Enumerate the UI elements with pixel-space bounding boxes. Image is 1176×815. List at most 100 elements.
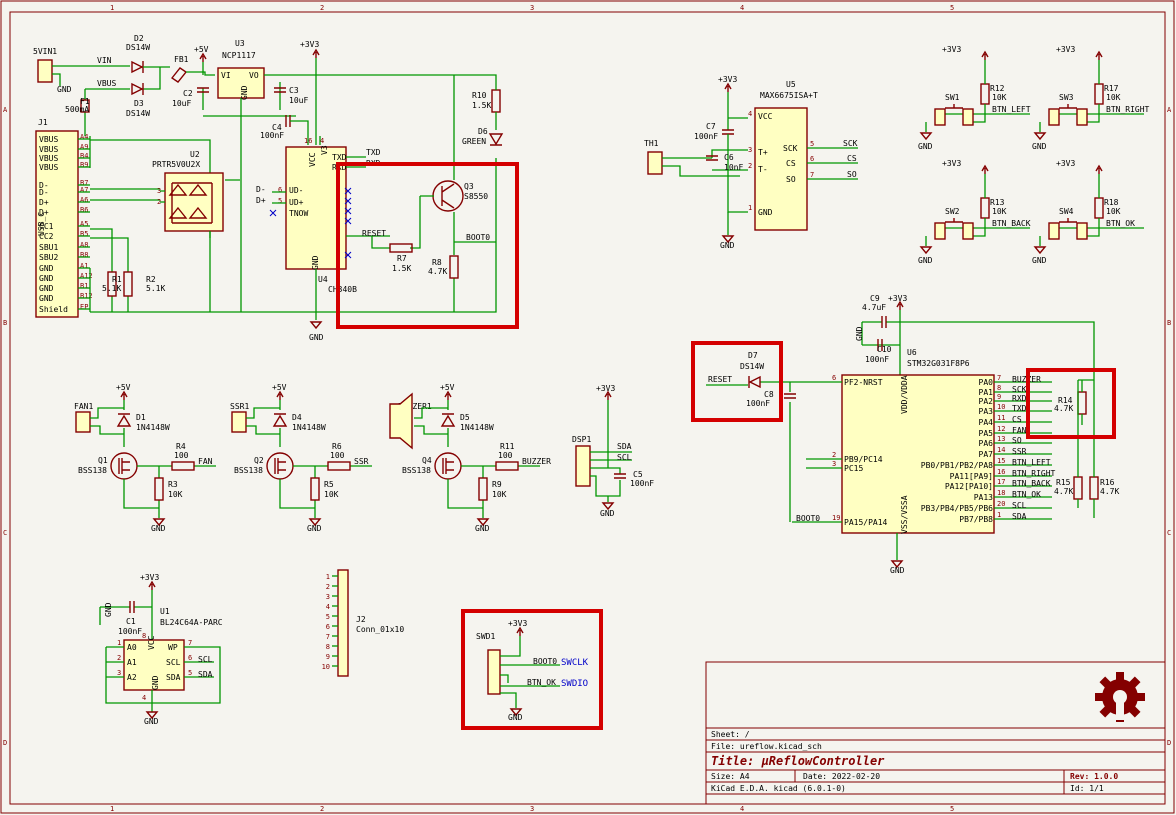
c6-value: 10nF	[724, 163, 743, 172]
column-markers: 1 2 3 4 5 1 2 3 4 5	[110, 4, 954, 813]
d7-reset-circuit: D7 DS14W RESET C8 100nF	[706, 351, 842, 522]
u6-right-pin: PA1	[979, 388, 994, 397]
u6-right-pin-num: 11	[997, 414, 1005, 422]
driver-gate-res-ref: R6	[332, 442, 342, 451]
vin1-connector	[37, 59, 53, 83]
u6-net-label: SSR	[1012, 447, 1027, 456]
u4-vcc: VCC	[308, 152, 317, 167]
svg-text:7: 7	[810, 171, 814, 179]
j1-ref: J1	[38, 118, 48, 127]
svg-text:6: 6	[188, 654, 192, 662]
u6-net-label: SO	[1012, 436, 1022, 445]
switch-ref: SW1	[945, 93, 960, 102]
vin1-gnd: GND	[57, 85, 72, 94]
thermocouple-section: TH1 +3V3 C7 100nF C6 10nF GND U5 MAX6675…	[644, 75, 858, 250]
tb-size: Size: A4	[711, 772, 750, 781]
net-cs-u5: CS	[847, 154, 857, 163]
j1-pin-label: VBUS	[39, 154, 58, 163]
driver-diode-value: 1N4148W	[292, 423, 326, 432]
c7-ref: C7	[706, 122, 716, 131]
u4-gnd: GND	[311, 255, 320, 270]
u5-so: SO	[786, 175, 796, 184]
u6-net-label: BTN_BACK	[1012, 479, 1051, 488]
pullup-ref: R17	[1104, 84, 1119, 93]
u6-right-pin-num: 7	[997, 374, 1001, 382]
driver-gate-res-ref: R11	[500, 442, 515, 451]
switch-net: BTN_RIGHT	[1106, 105, 1150, 114]
r14	[1077, 391, 1087, 415]
col-5: 5	[950, 4, 954, 12]
p3v3-u5: +3V3	[718, 75, 737, 84]
u4-tnow: TNOW	[289, 209, 308, 218]
reset-boot-circuit: R10 1.5K D6 GREEN Q3 S8550 R7 1.5K R8 4.…	[371, 74, 504, 312]
dsp1-gnd-label: GND	[600, 509, 615, 518]
pullup-resistor	[980, 197, 990, 219]
dsp1-sup: +3V3	[596, 384, 615, 393]
driver-fet-ref: Q4	[422, 456, 432, 465]
u6-right-pin: PA4	[979, 418, 994, 427]
switch-net: BTN_LEFT	[992, 105, 1031, 114]
tb-rev: Rev: 1.0.0	[1070, 772, 1118, 781]
u5-cs: CS	[786, 159, 796, 168]
driver-pulldown-ref: R5	[324, 480, 334, 489]
j1-pin-number: A4	[80, 133, 88, 141]
u6-vss: VSS/VSSA	[900, 495, 909, 534]
row-b: B	[3, 319, 7, 327]
r14-value: 4.7K	[1054, 404, 1073, 413]
c3-value: 10uF	[289, 96, 308, 105]
u5-body	[754, 107, 808, 231]
r10	[491, 89, 501, 113]
d6-ref: D6	[478, 127, 488, 136]
j1-pin-number: A1	[80, 262, 88, 270]
r7-ref: R7	[397, 254, 407, 263]
driver-net: SSR	[354, 457, 369, 466]
driver-buzzer: BUZZER1+5VD51N4148WQ4BSS138R11100R910KBU…	[389, 383, 551, 533]
j2-pin-number: 4	[326, 603, 330, 611]
svg-text:3: 3	[117, 669, 121, 677]
net-vin: VIN	[97, 56, 112, 65]
driver-pulldown-value: 10K	[168, 490, 183, 499]
tb-id: Id: 1/1	[1070, 784, 1104, 793]
pullup-ref: R13	[990, 198, 1005, 207]
u6-net-label: SCK	[1012, 385, 1027, 394]
swd1-lbl1: SWCLK	[561, 658, 589, 668]
f1-ref: F1	[80, 97, 90, 106]
driver-supply: +5V	[272, 383, 287, 392]
r10-value: 1.5K	[472, 101, 491, 110]
u2-value: PRTR5V0U2X	[152, 160, 200, 169]
svg-text:2: 2	[748, 162, 752, 170]
u1-sup: +3V3	[140, 573, 159, 582]
j1-pin-number: EP	[80, 303, 88, 311]
driver-connector-ref: FAN1	[74, 402, 93, 411]
switch-gnd: GND	[1032, 256, 1047, 265]
pullup-value: 10K	[1106, 207, 1121, 216]
u5-value: MAX6675ISA+T	[760, 91, 818, 100]
r2-value: 5.1K	[146, 284, 165, 293]
i2c-pullups: R14 4.7K R15 4.7K R16 4.7K	[1054, 375, 1119, 518]
switch-ref: SW2	[945, 207, 960, 216]
u4-value: CH340B	[328, 285, 357, 294]
pullup-value: 10K	[992, 93, 1007, 102]
swd1-body	[487, 649, 501, 695]
j1-pin-label: VBUS	[39, 145, 58, 154]
u1-sda: SDA	[166, 673, 181, 682]
j1-pin-label: Shield	[39, 305, 68, 314]
j1-value: USB_C	[37, 212, 46, 236]
u6-net-label: TXD	[1012, 404, 1027, 413]
u3-vo: VO	[249, 71, 259, 80]
c7-value: 100nF	[694, 132, 718, 141]
boot0-net-label: BOOT0	[466, 233, 490, 242]
driver-gnd: GND	[151, 524, 166, 533]
driver-diode-ref: D4	[292, 413, 302, 422]
driver-net: BUZZER	[522, 457, 551, 466]
c5-ref: C5	[633, 470, 643, 479]
u6-left-pin-num: 3	[832, 460, 836, 468]
highlight-swd1	[461, 609, 603, 730]
net-sck-u5: SCK	[843, 139, 858, 148]
driver-gate-res-value: 100	[498, 451, 513, 460]
dsp1-display: DSP1 +3V3 SDA SCL C5 100nF GND	[572, 384, 654, 518]
swd1-gnd: GND	[508, 713, 523, 722]
svg-text:1: 1	[117, 639, 121, 647]
svg-text:5: 5	[810, 140, 814, 148]
